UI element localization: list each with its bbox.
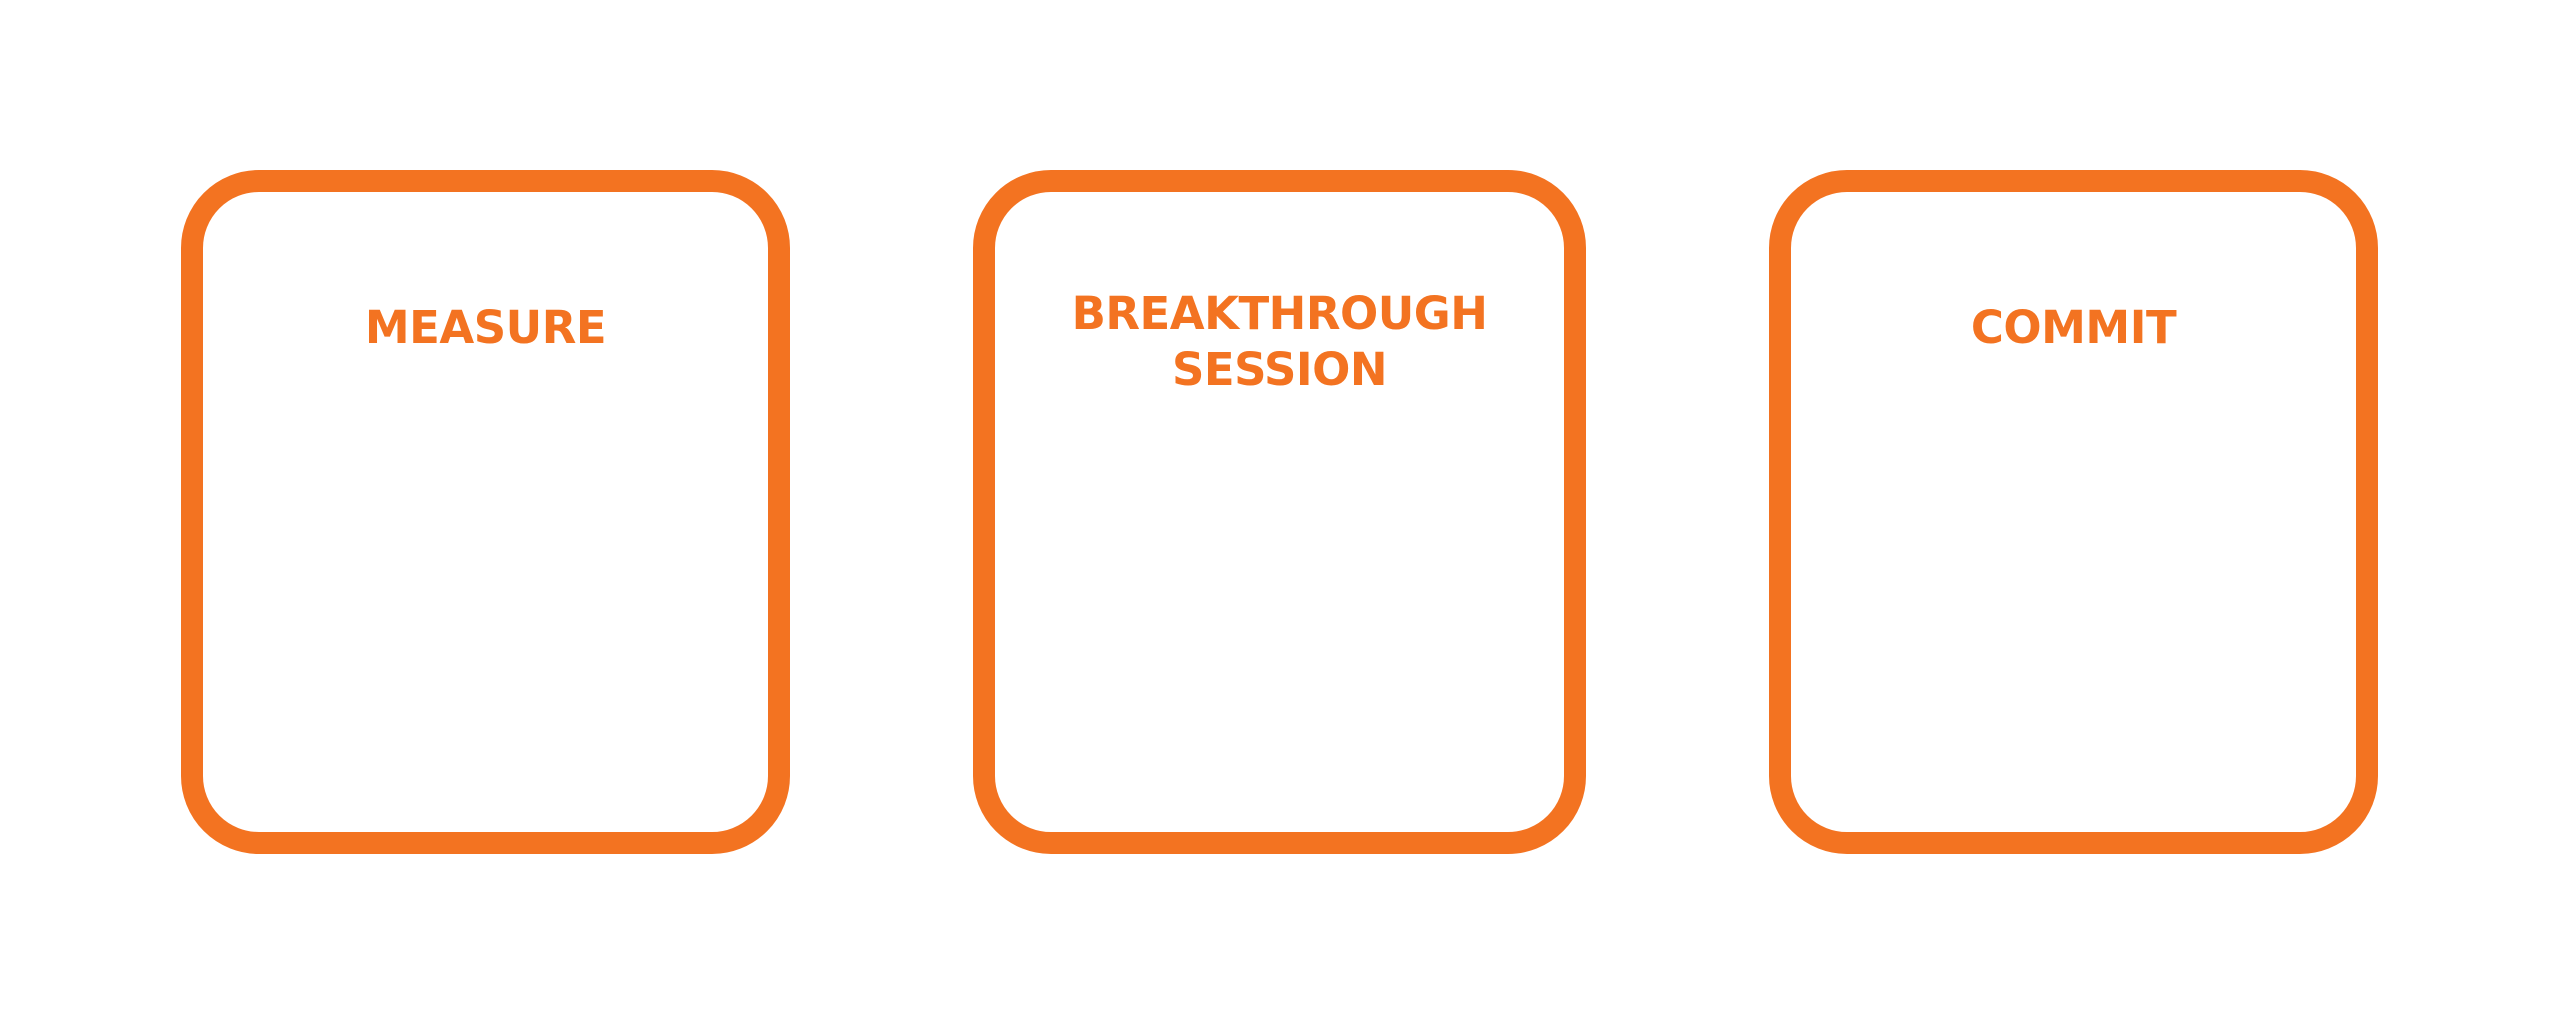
commit-card: COMMIT	[1769, 170, 2378, 854]
breakthrough-session-title-line1: BREAKTHROUGH	[1071, 287, 1488, 340]
breakthrough-session-card: BREAKTHROUGH SESSION	[973, 170, 1586, 854]
breakthrough-session-title-line2: SESSION	[1171, 343, 1388, 396]
measure-title: MEASURE	[364, 301, 607, 354]
measure-card: MEASURE	[181, 170, 790, 854]
commit-title: COMMIT	[1970, 301, 2177, 354]
breakthrough-session-title: BREAKTHROUGH SESSION	[995, 286, 1564, 398]
